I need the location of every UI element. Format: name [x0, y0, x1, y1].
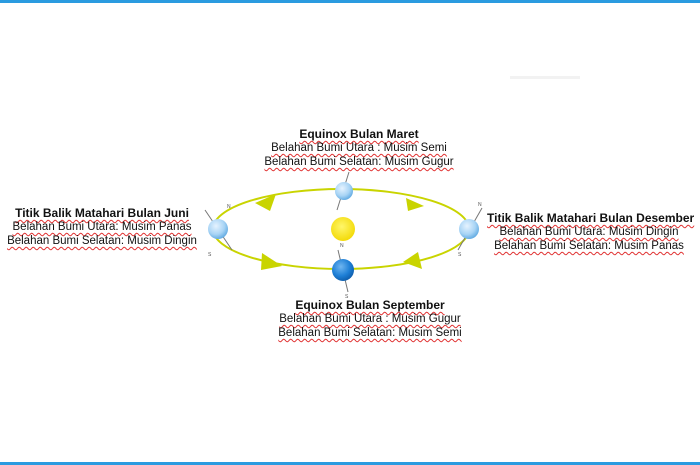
caption-line-north: Belahan Bumi Utara : Musim Gugur — [279, 313, 461, 325]
caption-line-south: Belahan Bumi Selatan: Musim Dingin — [7, 235, 197, 247]
sun — [331, 217, 355, 241]
caption-title: Titik Balik Matahari Bulan Desember — [487, 211, 695, 225]
caption-line-north: Belahan Bumi Utara : Musim Semi — [271, 142, 447, 154]
svg-text:S: S — [345, 294, 349, 300]
earth-september: N S — [332, 243, 354, 300]
earth-december: N S — [457, 202, 483, 258]
caption-line-north: Belahan Bumi Utara: Musim Dingin — [499, 226, 679, 238]
caption-line-south: Belahan Bumi Selatan: Musim Gugur — [264, 156, 454, 168]
svg-text:S: S — [208, 252, 212, 258]
caption-line-south: Belahan Bumi Selatan: Musim Panas — [494, 240, 684, 252]
orbit-arrow-top-right — [406, 198, 424, 211]
earth-march — [335, 171, 353, 211]
caption-december-solstice: Titik Balik Matahari Bulan Desember Bela… — [487, 211, 695, 253]
svg-text:N: N — [227, 204, 231, 210]
caption-march-equinox: Equinox Bulan Maret Belahan Bumi Utara :… — [244, 127, 474, 169]
caption-june-solstice: Titik Balik Matahari Bulan Juni Belahan … — [4, 206, 200, 248]
caption-title: Equinox Bulan September — [295, 298, 445, 312]
caption-title: Equinox Bulan Maret — [299, 127, 419, 141]
earth-june: N S — [204, 204, 233, 258]
orbit-arrow-bottom-left — [261, 253, 282, 270]
faint-decoration — [510, 76, 580, 79]
caption-september-equinox: Equinox Bulan September Belahan Bumi Uta… — [260, 298, 480, 340]
orbit-arrow-bottom-right — [403, 252, 422, 269]
svg-text:N: N — [478, 202, 482, 208]
orbit-arrow-top-left — [255, 194, 276, 211]
svg-text:S: S — [458, 252, 462, 258]
caption-line-north: Belahan Bumi Utara: Musim Panas — [12, 221, 192, 233]
caption-title: Titik Balik Matahari Bulan Juni — [15, 206, 189, 220]
caption-line-south: Belahan Bumi Selatan: Musim Semi — [278, 327, 462, 339]
svg-text:N: N — [340, 243, 344, 249]
